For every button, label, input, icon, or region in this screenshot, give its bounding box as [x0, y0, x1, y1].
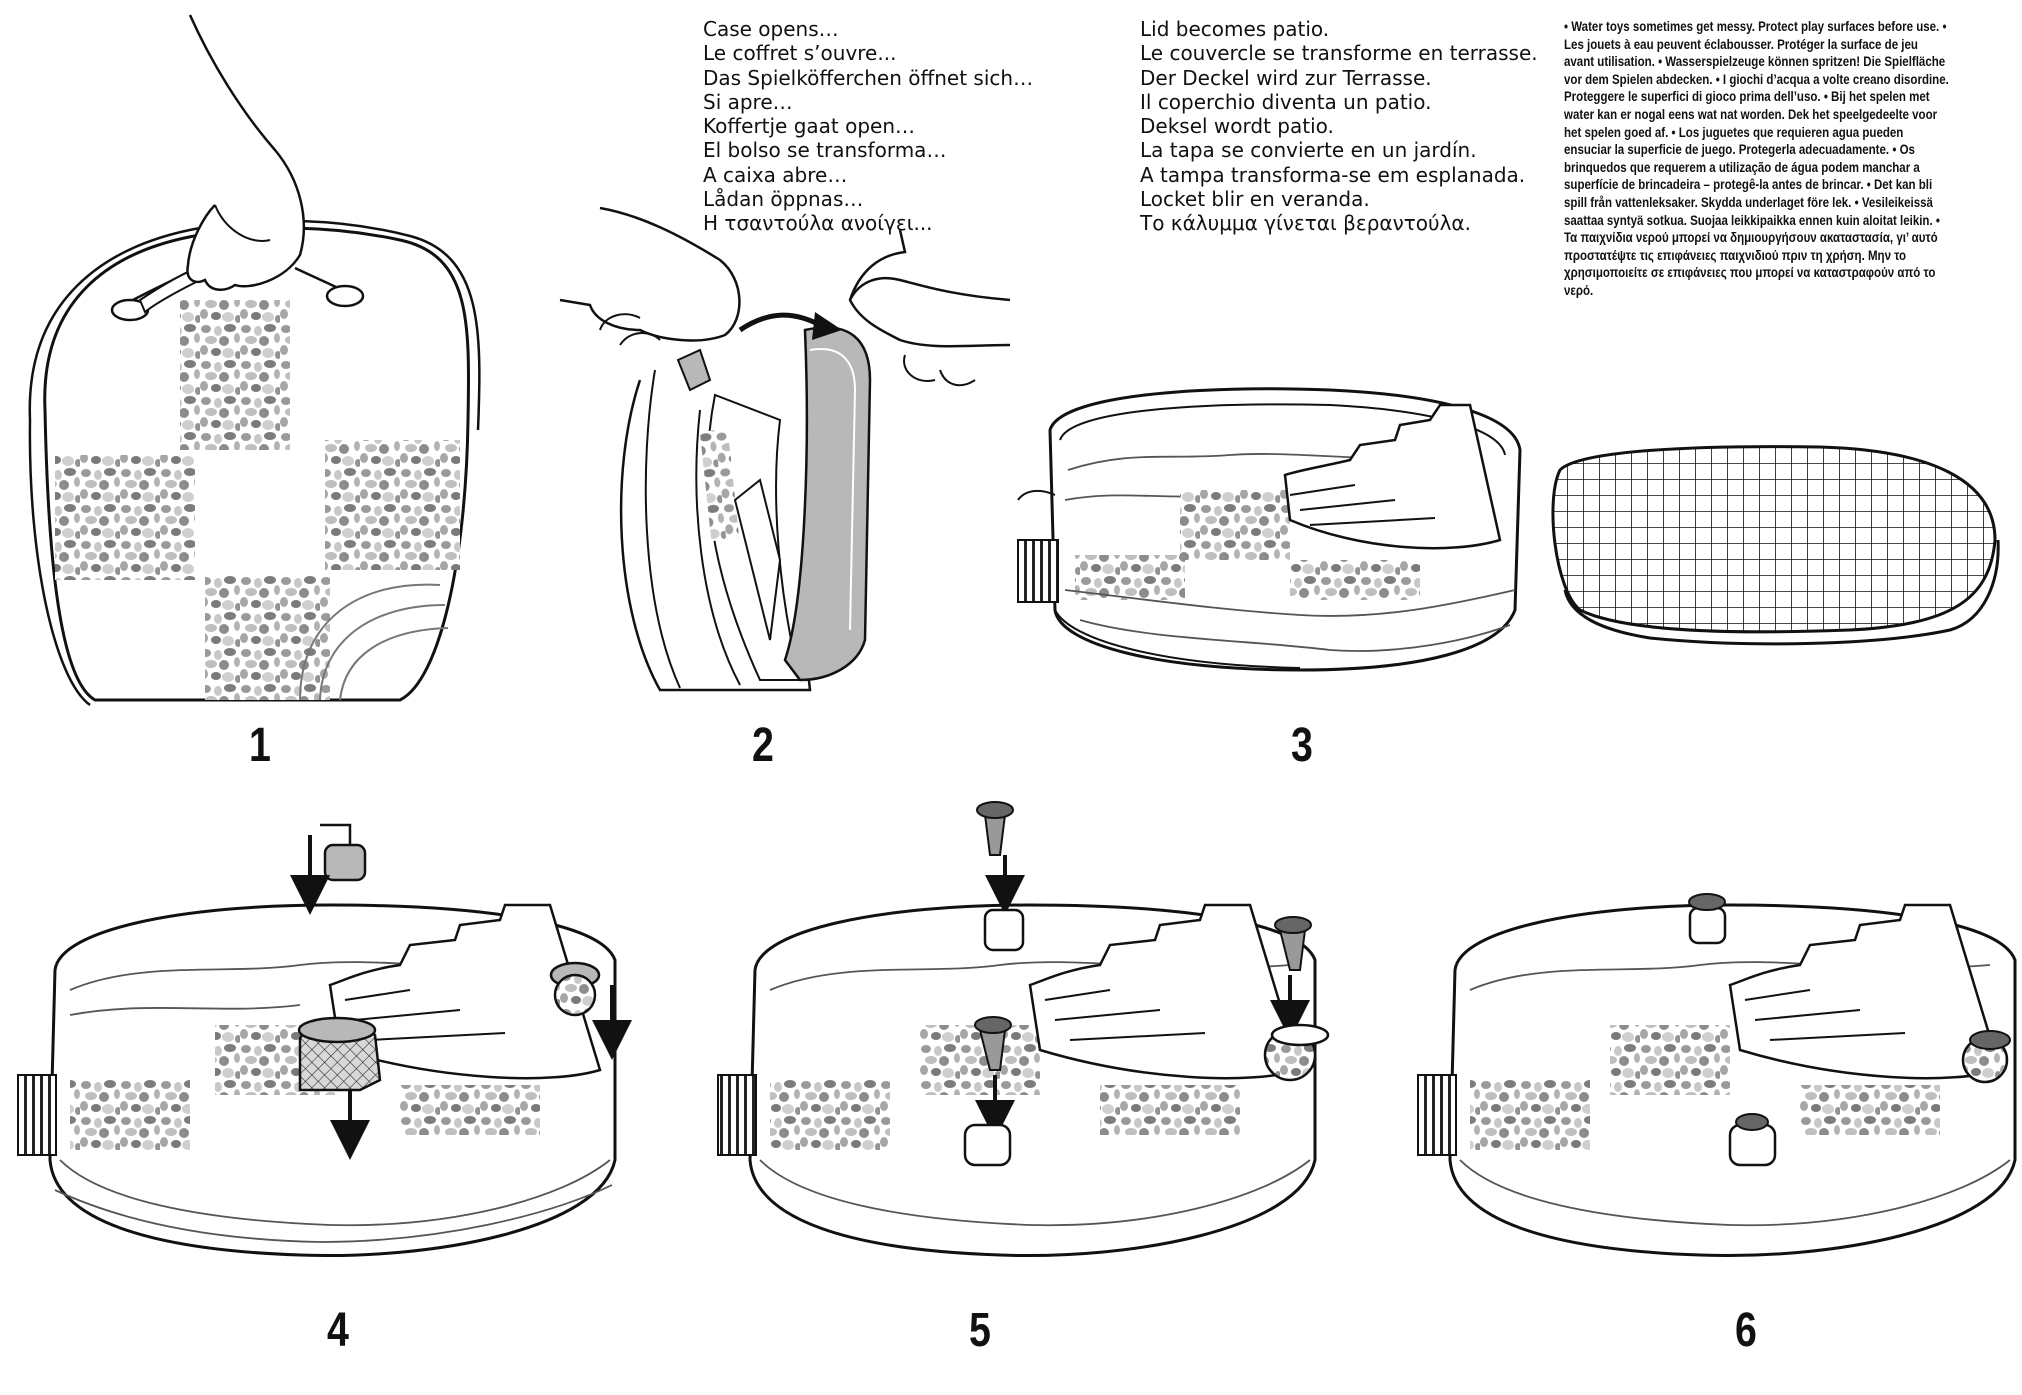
figure-1-closed-case	[30, 15, 480, 705]
figure-3-tray-and-lid	[1018, 389, 1998, 670]
figure-5-tray-inserting-figures	[718, 802, 1328, 1256]
figure-2-case-opening	[560, 208, 1010, 690]
figure-4-tray-inserting-cups	[18, 825, 615, 1256]
figure-6-tray-assembled	[1418, 894, 2015, 1256]
